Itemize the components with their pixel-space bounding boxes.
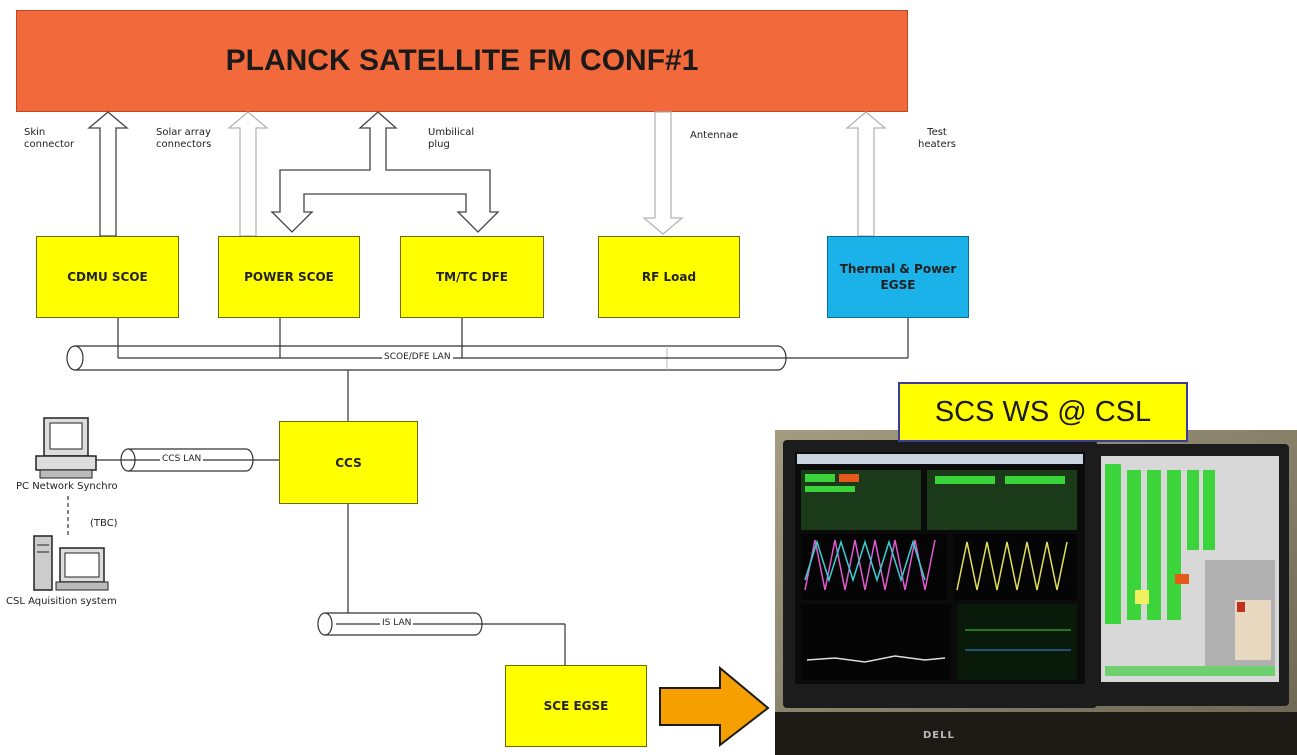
test-heaters-arrow — [845, 111, 887, 237]
skin-connector-arrow — [87, 111, 129, 237]
umbilical-line1: Umbilical — [428, 127, 475, 138]
orange-arrow — [659, 665, 770, 748]
test-heaters-line2: heaters — [918, 139, 957, 150]
satellite-title: PLANCK SATELLITE FM CONF#1 — [225, 44, 699, 77]
solar-array-line1: Solar array — [156, 127, 211, 138]
scs-ws-label: SCS WS @ CSL — [898, 382, 1188, 442]
ccs-box: CCS — [279, 421, 418, 504]
umbilical-plug-label: Umbilical plug — [428, 127, 474, 151]
right-monitor — [1091, 444, 1289, 706]
pc-network-label: PC Network Synchro — [16, 481, 118, 493]
tbc-label: (TBC) — [90, 518, 118, 529]
acquisition-computer-icon — [33, 535, 109, 591]
ccs-lan-label: CCS LAN — [160, 454, 204, 464]
cdmu-scoe-box: CDMU SCOE — [36, 236, 179, 318]
skin-connector-label: Skin connector — [24, 127, 74, 151]
tmtc-dfe-box: TM/TC DFE — [400, 236, 544, 318]
pc-network-computer-icon — [35, 417, 97, 479]
workstation-illustration — [775, 430, 1297, 755]
scoe-dfe-lan-label: SCOE/DFE LAN — [382, 352, 453, 362]
test-heaters-line1: Test — [927, 127, 947, 138]
power-scoe-box: POWER SCOE — [218, 236, 360, 318]
umbilical-line2: plug — [428, 139, 450, 150]
acquisition-label: CSL Aquisition system — [6, 596, 117, 607]
solar-array-label: Solar array connectors — [156, 127, 211, 151]
antennae-label: Antennae — [690, 130, 739, 141]
sce-egse-box: SCE EGSE — [505, 665, 647, 747]
thermal-power-line2: EGSE — [880, 278, 916, 292]
monitor-brand-logo: DELL — [923, 730, 955, 741]
skin-connector-line1: Skin — [24, 127, 46, 138]
umbilical-plug-arrow — [270, 111, 500, 233]
rf-load-box: RF Load — [598, 236, 740, 318]
test-heaters-label: Test heaters — [918, 127, 956, 151]
skin-connector-line2: connector — [24, 139, 75, 150]
workstation-photo: DELL — [775, 430, 1297, 755]
thermal-power-line1: Thermal & Power — [839, 262, 957, 276]
solar-array-line2: connectors — [156, 139, 212, 150]
satellite-title-bar: PLANCK SATELLITE FM CONF#1 — [16, 10, 908, 112]
left-monitor — [783, 440, 1097, 755]
solar-array-arrow — [227, 111, 269, 237]
thermal-power-egse-box: Thermal & Power EGSE — [827, 236, 969, 318]
antennae-arrow — [642, 111, 684, 235]
is-lan-label: IS LAN — [380, 618, 414, 628]
